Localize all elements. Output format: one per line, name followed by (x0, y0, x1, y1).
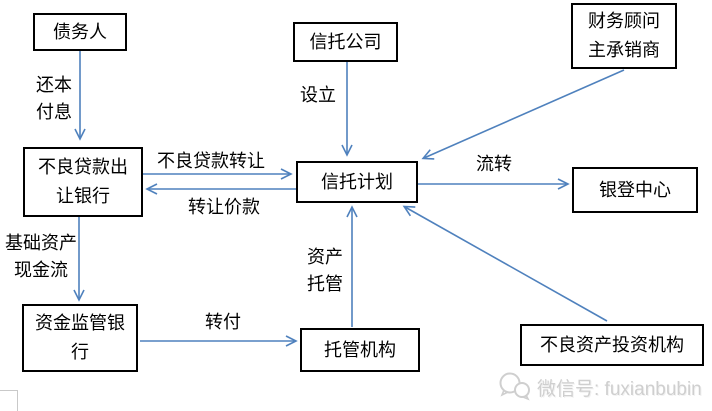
edge-label-underlying-asset-cashflow: 基础资产 现金流 (5, 233, 77, 280)
watermark: 微信号: fuxianbubin (498, 371, 702, 403)
node-debtor: 债务人 (33, 13, 127, 51)
clipped-gray-box (0, 390, 18, 411)
node-fund-supervision-bank: 资金监管银 行 (22, 304, 138, 372)
edge-label-npl-transfer: 不良贷款转让 (157, 151, 265, 171)
edge-label-circulation: 流转 (476, 154, 512, 174)
node-trust-company: 信托公司 (293, 22, 398, 62)
edge-label-repay-principal-interest: 还本 付息 (36, 75, 72, 122)
watermark-text: 微信号: fuxianbubin (537, 378, 702, 400)
arrow-financial-advisor-to-trust-plan (421, 69, 625, 160)
edge-label-forward-payment: 转付 (205, 312, 241, 332)
node-npl-investor: 不良资产投资机构 (520, 324, 704, 366)
edge-label-transfer-price: 转让价款 (188, 197, 260, 217)
wechat-icon (499, 372, 530, 401)
node-custodian: 托管机构 (300, 328, 420, 372)
node-trust-plan: 信托计划 (296, 161, 418, 203)
edge-label-asset-custody: 资产 托管 (307, 247, 343, 294)
node-npl-transfer-bank: 不良贷款出 让银行 (23, 147, 143, 217)
edge-label-establish: 设立 (300, 85, 336, 105)
node-bank-registry-center: 银登中心 (572, 167, 698, 213)
node-financial-advisor: 财务顾问 主承销商 (571, 3, 677, 69)
arrow-npl-investor-to-trust-plan (402, 205, 608, 322)
